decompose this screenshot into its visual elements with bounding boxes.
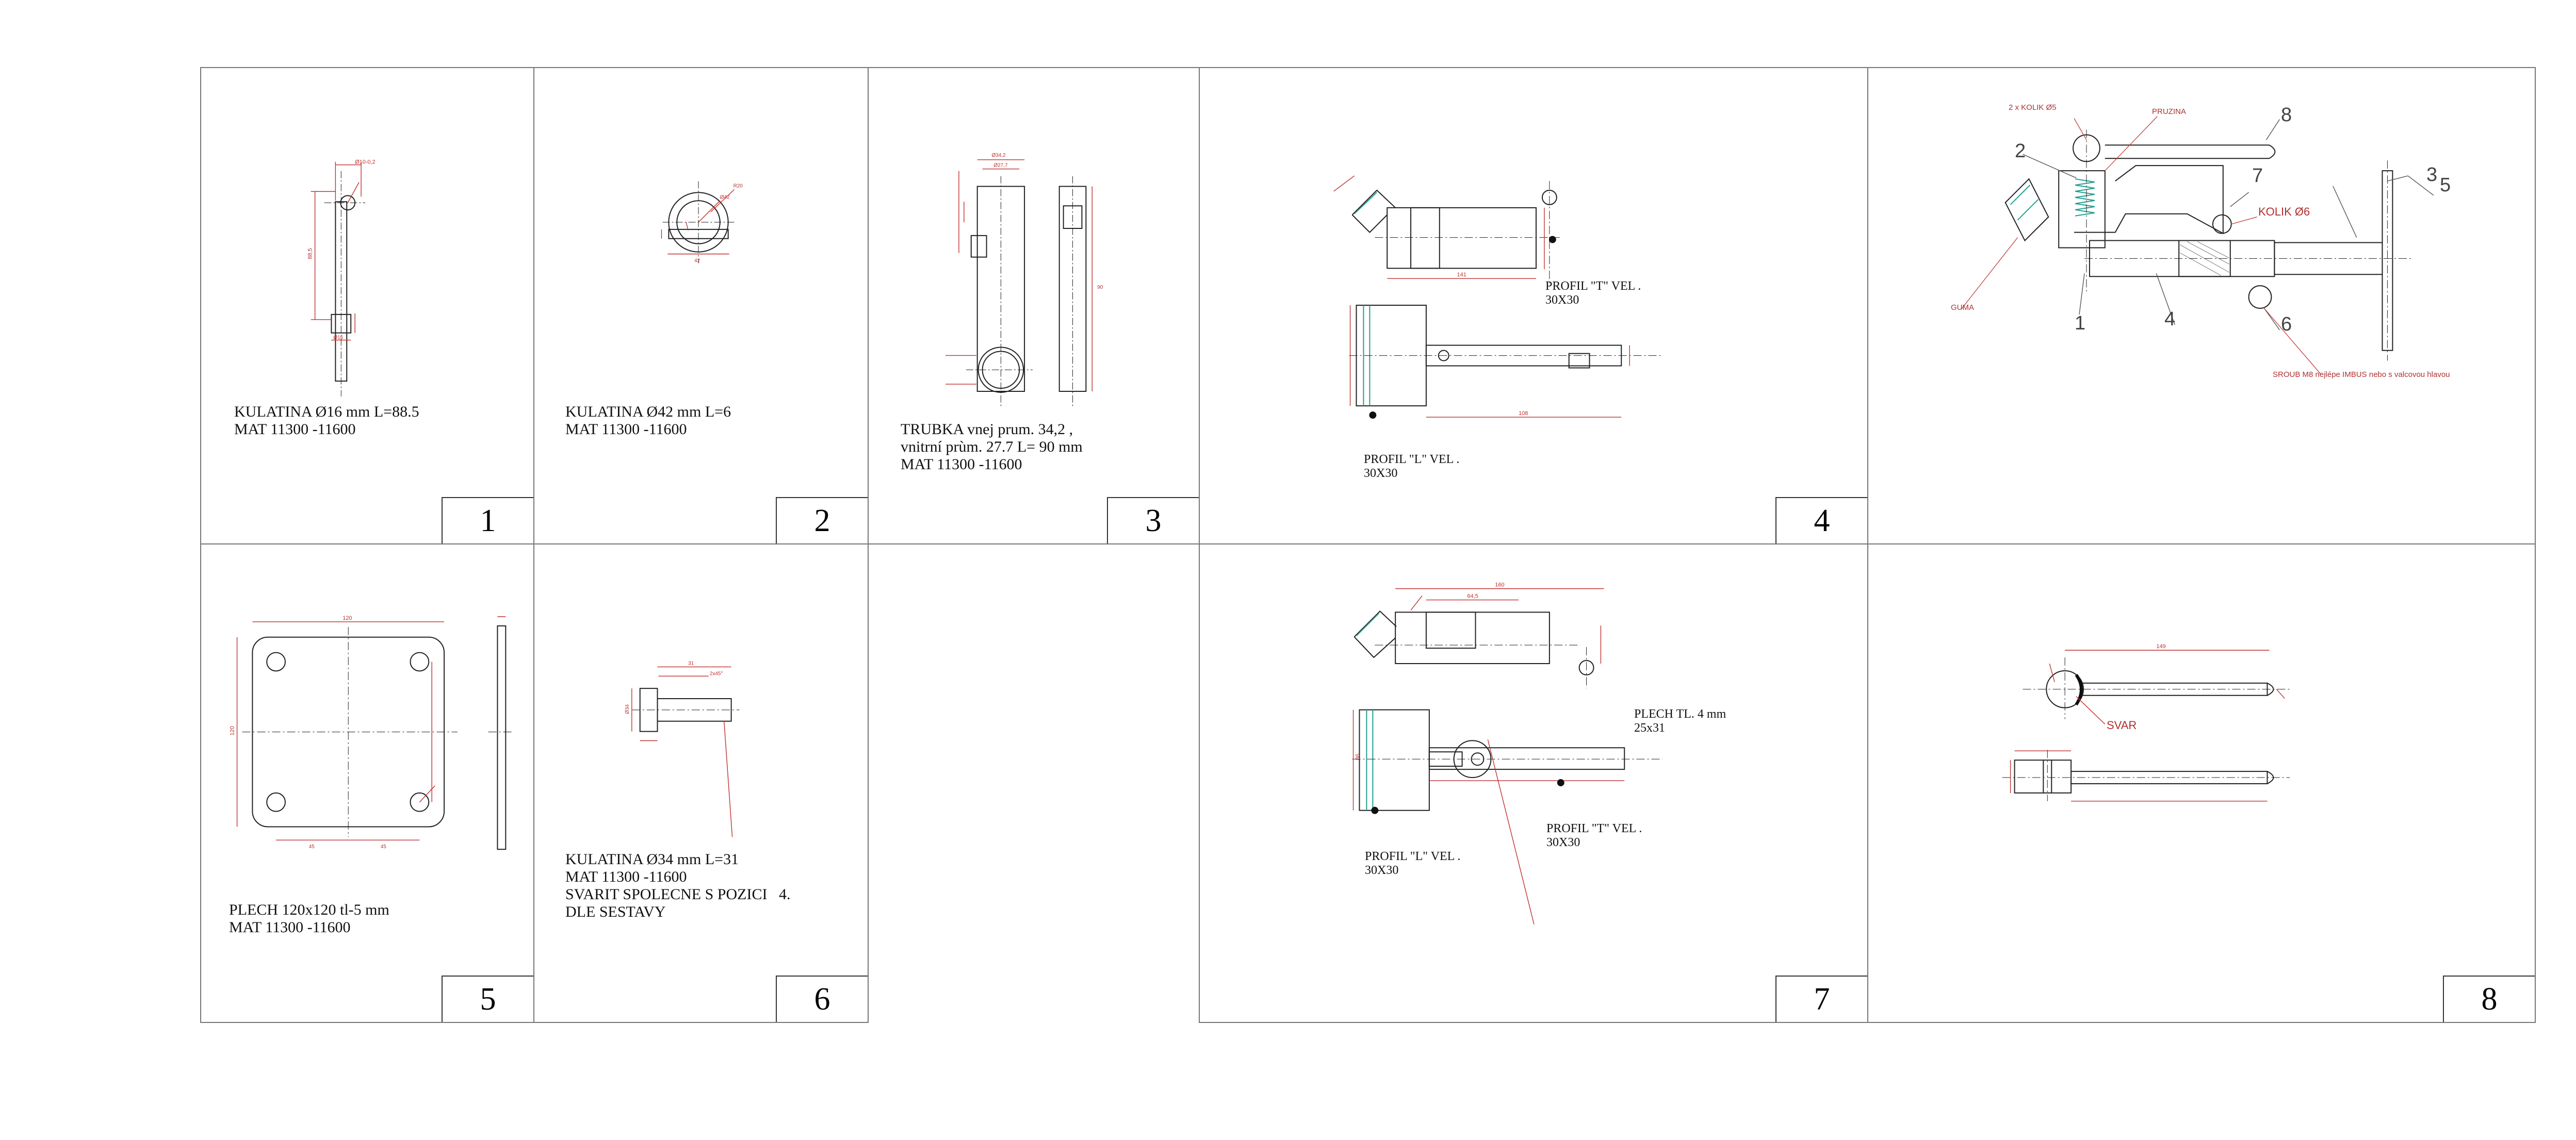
- svg-text:Ø27,7: Ø27,7: [993, 163, 1008, 169]
- callout-7: 7: [2252, 165, 2263, 187]
- svg-text:64,5: 64,5: [1468, 593, 1478, 600]
- drawing-profile-assembly: 141 108: [1200, 68, 1867, 419]
- svg-text:90: 90: [1097, 285, 1103, 290]
- sheet-6-number: 6: [776, 976, 868, 1022]
- drawing-lever: 149: [1868, 643, 2535, 1022]
- sheet-2: Ø42 R20 42 KULATINA Ø42 mm L=6 MAT 11300…: [533, 67, 869, 544]
- drawing-latch-assembly: [1868, 68, 2535, 543]
- sheet-7: 160 64,5 86 PLECH TL. 4 mm 25x31 PROFIL …: [1199, 543, 1868, 1023]
- label-svar: SVAR: [2107, 719, 2137, 732]
- svg-text:120: 120: [230, 726, 236, 735]
- svg-text:108: 108: [1519, 410, 1528, 417]
- sheet-1-caption: KULATINA Ø16 mm L=88.5 MAT 11300 -11600: [234, 403, 419, 438]
- callout-4: 4: [2164, 308, 2176, 330]
- sheet-1: Ø10-0,2 88,5 Ø16 KULATINA Ø16 mm L=88.5 …: [200, 67, 534, 544]
- drawing-plate: 120 120 45 45: [230, 615, 533, 850]
- svg-text:R20: R20: [733, 183, 743, 189]
- sheet-7-note-l: PROFIL "L" VEL . 30X30: [1365, 850, 1461, 877]
- svg-text:31: 31: [688, 660, 694, 666]
- sheet-7-number: 7: [1775, 976, 1867, 1022]
- sheet-3-number: 3: [1107, 497, 1199, 543]
- drawing-tube: Ø34,2 Ø27,7 90: [869, 153, 1103, 543]
- svg-text:Ø34,2: Ø34,2: [992, 153, 1006, 158]
- sheet-6: 31 2x45° Ø34 KULATINA Ø34 mm L=31 MAT 11…: [533, 543, 869, 1023]
- sheet-1-number: 1: [442, 497, 533, 543]
- callout-6: 6: [2281, 313, 2292, 335]
- sheet-4-note-t: PROFIL "T" VEL . 30X30: [1545, 279, 1641, 307]
- sheet-5: 120 120 45 45 PLECH 120x120 tl-5 mm MAT …: [200, 543, 534, 1023]
- sheet-4-number: 4: [1775, 497, 1867, 543]
- assembly-sheet: 2 x KOLIK Ø5 PRUZINA KOLIK Ø6 GUMA SROUB…: [1867, 67, 2536, 544]
- sheet-4-note-l: PROFIL "L" VEL . 30X30: [1364, 453, 1460, 480]
- sheet-4: 141 108 PROFIL "T" VEL . 30X30 PROFIL "L…: [1199, 67, 1868, 544]
- label-kolik5: 2 x KOLIK Ø5: [2009, 103, 2057, 112]
- svg-text:120: 120: [343, 615, 352, 621]
- label-sroub: SROUB M8 nejlépe IMBUS nebo s valcovou h…: [2273, 370, 2450, 379]
- callout-1: 1: [2075, 312, 2086, 334]
- svg-text:88,5: 88,5: [307, 248, 314, 259]
- sheet-6-caption: KULATINA Ø34 mm L=31 MAT 11300 -11600 SV…: [565, 851, 791, 920]
- sheet-2-number: 2: [776, 497, 868, 543]
- drawing-disc: Ø42 R20 42: [534, 68, 743, 264]
- svg-text:45: 45: [381, 844, 387, 850]
- svg-text:42: 42: [694, 258, 700, 264]
- svg-text:45: 45: [309, 844, 315, 850]
- svg-text:Ø42: Ø42: [720, 194, 730, 200]
- label-pruzina: PRUZINA: [2152, 107, 2186, 116]
- svg-text:160: 160: [1495, 582, 1504, 588]
- svg-text:86: 86: [1355, 754, 1361, 760]
- svg-text:Ø16: Ø16: [333, 335, 343, 341]
- svg-text:141: 141: [1457, 272, 1466, 278]
- callout-5: 5: [2440, 174, 2451, 196]
- callout-3: 3: [2426, 164, 2438, 186]
- svg-text:Ø10-0,2: Ø10-0,2: [355, 159, 375, 166]
- sheet-5-caption: PLECH 120x120 tl-5 mm MAT 11300 -11600: [229, 901, 389, 936]
- sheet-8-number: 8: [2443, 976, 2535, 1022]
- drawing-pin: 31 2x45° Ø34: [625, 660, 868, 1022]
- drawing-profile-detail: 160 64,5 86: [1200, 582, 1867, 1022]
- sheet-7-note-t: PROFIL "T" VEL . 30X30: [1546, 822, 1642, 849]
- svg-text:Ø34: Ø34: [625, 704, 630, 714]
- sheet-2-caption: KULATINA Ø42 mm L=6 MAT 11300 -11600: [565, 403, 731, 438]
- sheet-3-caption: TRUBKA vnej prum. 34,2 , vnitrní prùm. 2…: [901, 421, 1083, 473]
- svg-text:149: 149: [2156, 643, 2165, 650]
- sheet-8: 149 SVAR 8: [1867, 543, 2536, 1023]
- label-kolik6: KOLIK Ø6: [2258, 205, 2310, 218]
- sheet-3: Ø34,2 Ø27,7 90 TRUBKA vnej prum. 34,2 , …: [868, 67, 1200, 544]
- callout-2: 2: [2015, 140, 2026, 162]
- svg-text:2x45°: 2x45°: [710, 671, 723, 676]
- label-guma: GUMA: [1951, 303, 1974, 312]
- sheet-5-number: 5: [442, 976, 533, 1022]
- sheet-7-note-plech: PLECH TL. 4 mm 25x31: [1634, 707, 1726, 735]
- callout-8: 8: [2281, 104, 2292, 126]
- drawing-round-bar: Ø10-0,2 88,5 Ø16: [307, 159, 376, 543]
